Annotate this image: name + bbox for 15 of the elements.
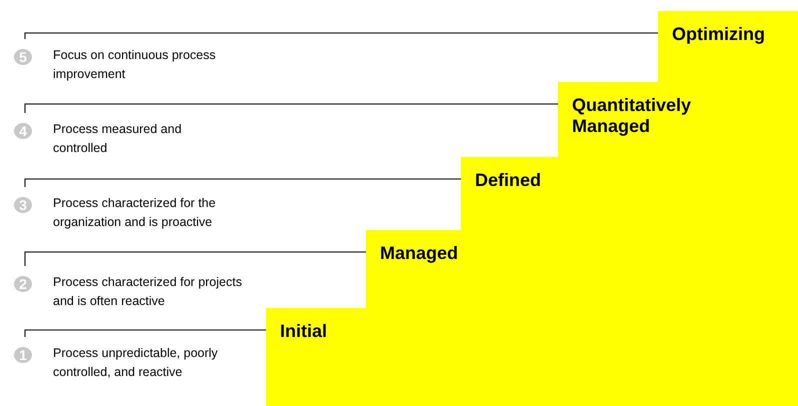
leader-line	[24, 178, 461, 187]
level-description: Process characterized for the organization and is proactive	[53, 195, 217, 231]
leader-line	[24, 32, 658, 40]
maturity-level-name: Initial	[280, 321, 328, 342]
maturity-level-name: Quantitatively Managed	[572, 95, 692, 137]
leader-line	[24, 103, 558, 113]
level-description: Focus on continuous process improvement	[53, 47, 217, 83]
maturity-level-name: Optimizing	[672, 24, 765, 45]
leader-line	[24, 251, 366, 266]
level-description: Process measured and controlled	[53, 121, 183, 157]
leader-line	[24, 329, 266, 337]
maturity-level-name: Managed	[380, 243, 458, 264]
maturity-level-name: Defined	[475, 170, 542, 191]
level-description: Process characterized for projects and is often reactive	[53, 274, 243, 310]
level-description: Process unpredictable, poorly controlled, and reactive	[53, 345, 219, 381]
